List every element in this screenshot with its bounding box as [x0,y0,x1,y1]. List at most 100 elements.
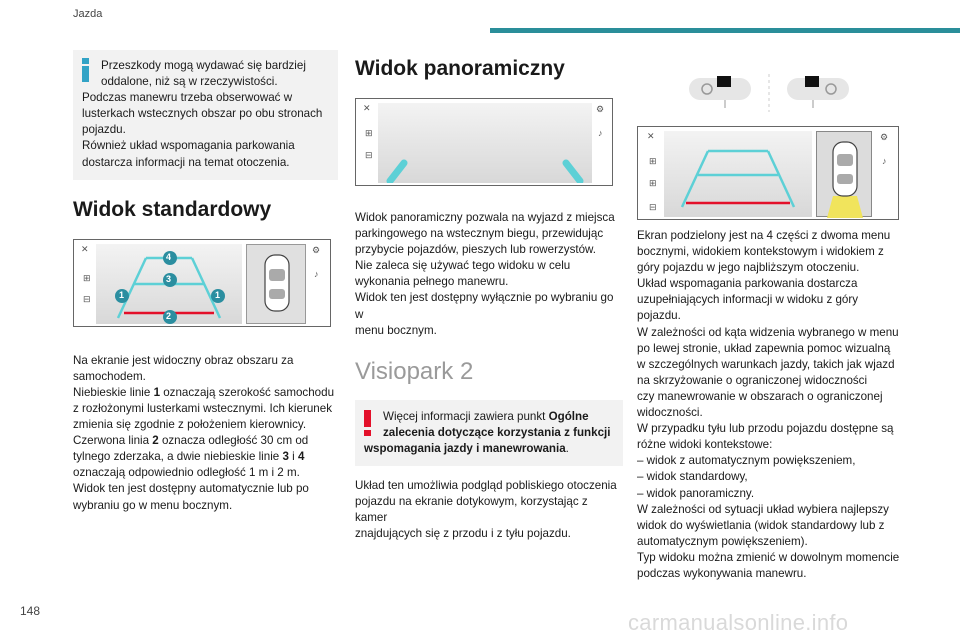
info-line: lusterkach wstecznych obszar po obu stro… [82,107,323,121]
header-accent-bar [490,28,960,33]
top-view-panel [816,131,872,218]
visiopark-text: Układ ten umożliwia podgląd pobliskiego … [355,478,623,542]
info-line: oddalone, niż są w rzeczywistości. [101,75,278,89]
text-line: Widok panoramiczny pozwala na wyjazd z m… [355,211,615,224]
close-icon: ✕ [81,243,89,254]
marker-1-left [115,288,129,303]
text-line: parkingowego na wstecznym biegu, przewid… [355,227,604,241]
text-line: Typ widoku można zmienić w dowolnym mome… [637,550,900,564]
text-line: Na ekranie jest widoczny obraz obszaru z… [73,353,294,367]
camera-position-icons [637,68,895,114]
warning-icon [364,409,371,436]
car-mode-icon: ⊟ [83,293,91,304]
marker-3 [163,272,177,287]
marker-layer [115,250,225,324]
camera-front-icon: ⊞ [649,156,657,166]
header-section-title: Jazda [73,8,103,20]
text-line: W zależności od sytuacji układ wybiera n… [637,502,889,516]
marker-1-right-label: 1 [215,289,221,300]
camera-positions-graphic [689,74,849,112]
info-line: Również układ wspomagania parkowania [82,139,295,153]
panoramic-guides [386,159,584,185]
text-line: zmienia się zgodnie z położeniem kierown… [73,418,307,432]
text-line: góry pojazdu w jego najbliższym otoczeni… [637,261,860,275]
warn-line: zalecenia dotyczące korzystania z funkcj… [383,425,611,439]
marker-4 [163,250,177,265]
guide-line-left [116,257,148,319]
marker-4-label: 4 [166,251,172,262]
text-line: Widok ten jest dostępny wyłącznie po wyb… [355,291,614,321]
text-line: różne widoki kontekstowe: [637,438,773,452]
marker-1-right [211,288,225,303]
car-mode-icon: ⊟ [649,202,657,212]
text-line: bocznymi, widokiem kontekstowym i widoki… [637,245,884,259]
text-line: czy manewrowanie w obszarach o ograniczo… [637,389,883,403]
rear-camera-view: 4 3 1 1 2 [96,243,242,324]
section-title-panoramic: Widok panoramiczny [355,57,565,80]
rear-zone [827,196,863,218]
column-left: Przeszkody mogą wydawać się bardziej odd… [73,50,338,514]
text-line: – widok z automatycznym powiększeniem, [637,454,856,468]
text-line: znajdujących się z przodu i z tyłu pojaz… [355,527,571,541]
sound-icon: ♪ [314,268,319,279]
standard-view-text: Na ekranie jest widoczny obraz obszaru z… [73,353,338,514]
column-right: ✕ ⊞ ⊞ ⊟ ⚙ ♪ Ekran podzielony jest na 4 c [637,68,902,582]
camera-mode-icon: ⊞ [83,272,91,283]
section-title-visiopark: Visiopark 2 [355,357,474,385]
text-line: Układ ten umożliwia podgląd pobliskiego … [355,479,617,493]
text-line: tylnego zderzaka, a dwie niebieskie lini… [73,450,305,464]
panoramic-camera-view [378,103,592,185]
context-camera-view [664,131,812,217]
text-line: Nie zaleca się używać tego widoku w celu [355,259,571,273]
text-line: widoczności. [637,406,703,420]
marker-1-left-label: 1 [119,289,125,300]
info-line: pojazdu. [82,123,126,137]
column-middle: Widok panoramiczny ✕ ⊞ ⊟ ⚙ ♪ Widok panor… [355,50,623,542]
panoramic-view-illustration: ✕ ⊞ ⊟ ⚙ ♪ [355,98,613,186]
guide-right [562,159,584,185]
warning-note-box: Więcej informacji zawiera punkt Ogólne z… [355,399,623,467]
text-line: Ekran podzielony jest na 4 części z dwom… [637,229,891,242]
camera-rear-icon: ⊞ [649,178,657,188]
text-line: wybraniu go w menu bocznym. [73,498,233,512]
text-line: – widok panoramiczny. [637,486,755,500]
text-line: Układ wspomagania parkowania dostarcza [637,277,858,291]
marker-2 [163,309,177,324]
sound-icon: ♪ [598,128,603,138]
guide-left [386,159,408,185]
text-line: Czerwona linia 2 oznacza odległość 30 cm… [73,434,309,448]
settings-icon: ⚙ [312,244,321,255]
close-icon: ✕ [363,103,371,113]
marker-3-label: 3 [166,273,172,284]
settings-icon: ⚙ [596,104,605,114]
standard-view-illustration: ✕ ⊞ ⊟ 4 3 1 1 2 [73,238,331,327]
text-line: W przypadku tyłu lub przodu pojazdu dost… [637,422,894,436]
marker-2-label: 2 [166,310,172,321]
text-line: oznaczają odpowiednio odległość 1 m i 2 … [73,466,300,480]
text-line: Widok ten jest dostępny automatycznie lu… [73,482,309,496]
context-guides [680,149,796,208]
settings-icon: ⚙ [880,132,889,142]
sound-icon: ♪ [882,156,887,166]
text-line: Niebieskie linie 1 oznaczają szerokość s… [73,385,335,399]
panoramic-text: Widok panoramiczny pozwala na wyjazd z m… [355,210,623,339]
text-line: przybycie pojazdów, pieszych lub rowerzy… [355,243,596,257]
info-icon [82,58,90,82]
info-line: dostarcza informacji na temat otoczenia. [82,155,290,169]
split-view-illustration: ✕ ⊞ ⊞ ⊟ ⚙ ♪ [637,126,899,220]
text-line: wykonania pełnego manewru. [355,275,509,289]
camera-mode-icon: ⊞ [365,128,373,138]
guide-line-right [190,257,222,319]
section-title-standard: Widok standardowy [73,197,272,221]
watermark: carmanualsonline.info [628,610,849,635]
text-line: automatycznym powiększeniem). [637,534,808,548]
text-line: w szczególnych warunkach jazdy, takich j… [637,357,895,371]
text-line: z rozłożonymi lusterkami wstecznymi. Ich… [73,401,333,415]
text-line: – widok standardowy, [637,470,748,484]
car-top-icon [827,141,863,218]
info-line: Przeszkody mogą wydawać się bardziej [101,59,306,72]
car-top-icon [264,254,290,312]
text-line: pojazdu na ekranie dotykowym, korzystają… [355,495,588,525]
text-line: na skrzyżowanie o ograniczonej widocznoś… [637,373,868,387]
top-view-panel [246,243,306,324]
